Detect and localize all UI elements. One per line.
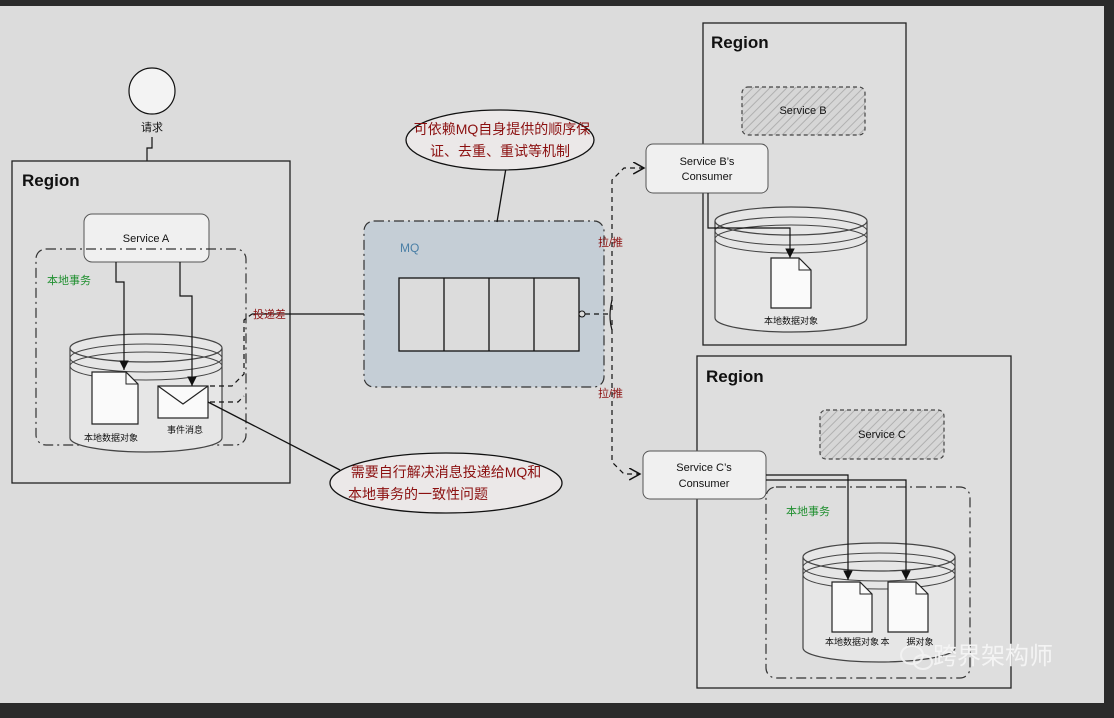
bottom-callout-line2: 本地事务的一致性问题 bbox=[348, 486, 488, 502]
service-b-box bbox=[741, 86, 866, 136]
service-c-label: Service C bbox=[858, 429, 906, 441]
region-c-db-object-label-2: 本 bbox=[880, 636, 889, 647]
top-callout-bubble bbox=[405, 109, 595, 171]
top-callout-line1: 可依赖MQ自身提供的顺序保 bbox=[414, 121, 591, 137]
service-b-label: Service B bbox=[779, 105, 826, 117]
service-a-box bbox=[83, 213, 210, 263]
region-c-local-tx-label: 本地事务 bbox=[786, 504, 830, 518]
pull-push-top-line bbox=[611, 168, 644, 310]
region-c-db-object-label-1: 本地数据对象 bbox=[825, 636, 879, 647]
request-label: 请求 bbox=[141, 121, 163, 134]
left-local-tx-label: 本地事务 bbox=[47, 273, 91, 287]
bottom-callout-pointer bbox=[207, 401, 341, 471]
service-b-consumer-line1: Service B’s bbox=[680, 156, 735, 168]
bottom-callout-line1: 需要自行解决消息投递给MQ和 bbox=[351, 464, 542, 480]
wechat-logo bbox=[900, 645, 933, 670]
service-a-to-message-arrow bbox=[179, 262, 197, 386]
event-message-icon bbox=[157, 385, 209, 419]
request-actor-circle bbox=[128, 67, 176, 115]
watermark-text: 跨界架构师 bbox=[933, 642, 1053, 670]
top-callout-pointer bbox=[496, 167, 507, 223]
region-c-db-object-icon-1 bbox=[831, 581, 873, 633]
mq-queue bbox=[398, 277, 580, 352]
region-c-title: Region bbox=[706, 367, 764, 386]
consumer-c-to-object-1-arrow bbox=[766, 474, 853, 580]
bottom-callout-bubble bbox=[329, 452, 563, 514]
delivery-dashed-line bbox=[210, 313, 253, 387]
service-c-consumer-line1: Service C’s bbox=[676, 462, 732, 474]
region-b-db-object-icon bbox=[770, 257, 812, 309]
service-c-box bbox=[819, 409, 945, 460]
region-b-db-object-label: 本地数据对象 bbox=[764, 315, 818, 326]
service-c-consumer-box bbox=[642, 450, 767, 500]
mq-label: MQ bbox=[400, 241, 419, 255]
region-c-local-tx-box bbox=[765, 486, 971, 679]
deliver-label: 投递差 bbox=[253, 307, 286, 321]
top-callout-line2: 证、去重、重试等机制 bbox=[430, 143, 570, 159]
service-b-consumer-box bbox=[645, 143, 769, 194]
region-b-title: Region bbox=[711, 33, 769, 52]
pull-push-bottom-label: 拉/推 bbox=[598, 386, 623, 400]
left-db-object-label: 本地数据对象 bbox=[84, 432, 138, 443]
delivery-dashed-line-2 bbox=[210, 395, 245, 403]
service-a-to-object-arrow bbox=[115, 262, 129, 370]
service-b-consumer-line2: Consumer bbox=[682, 171, 733, 183]
event-message-label: 事件消息 bbox=[167, 424, 203, 435]
consumer-c-to-object-2-arrow bbox=[766, 479, 911, 580]
mq-out-brace bbox=[609, 299, 613, 331]
region-c-db-object-label-3: 据对象 bbox=[906, 636, 933, 647]
pull-push-top-label: 拉/推 bbox=[598, 235, 623, 249]
region-c-db-object-icon-2 bbox=[887, 581, 929, 633]
service-c-consumer-line2: Consumer bbox=[679, 478, 730, 490]
pull-push-bottom-line bbox=[611, 320, 640, 474]
left-region-title: Region bbox=[22, 171, 80, 190]
consumer-b-to-object-arrow bbox=[707, 193, 795, 258]
mq-out-port bbox=[578, 310, 586, 318]
left-local-tx-box bbox=[35, 248, 247, 446]
service-a-label: Service A bbox=[123, 233, 170, 245]
left-db-object-icon bbox=[91, 371, 139, 425]
